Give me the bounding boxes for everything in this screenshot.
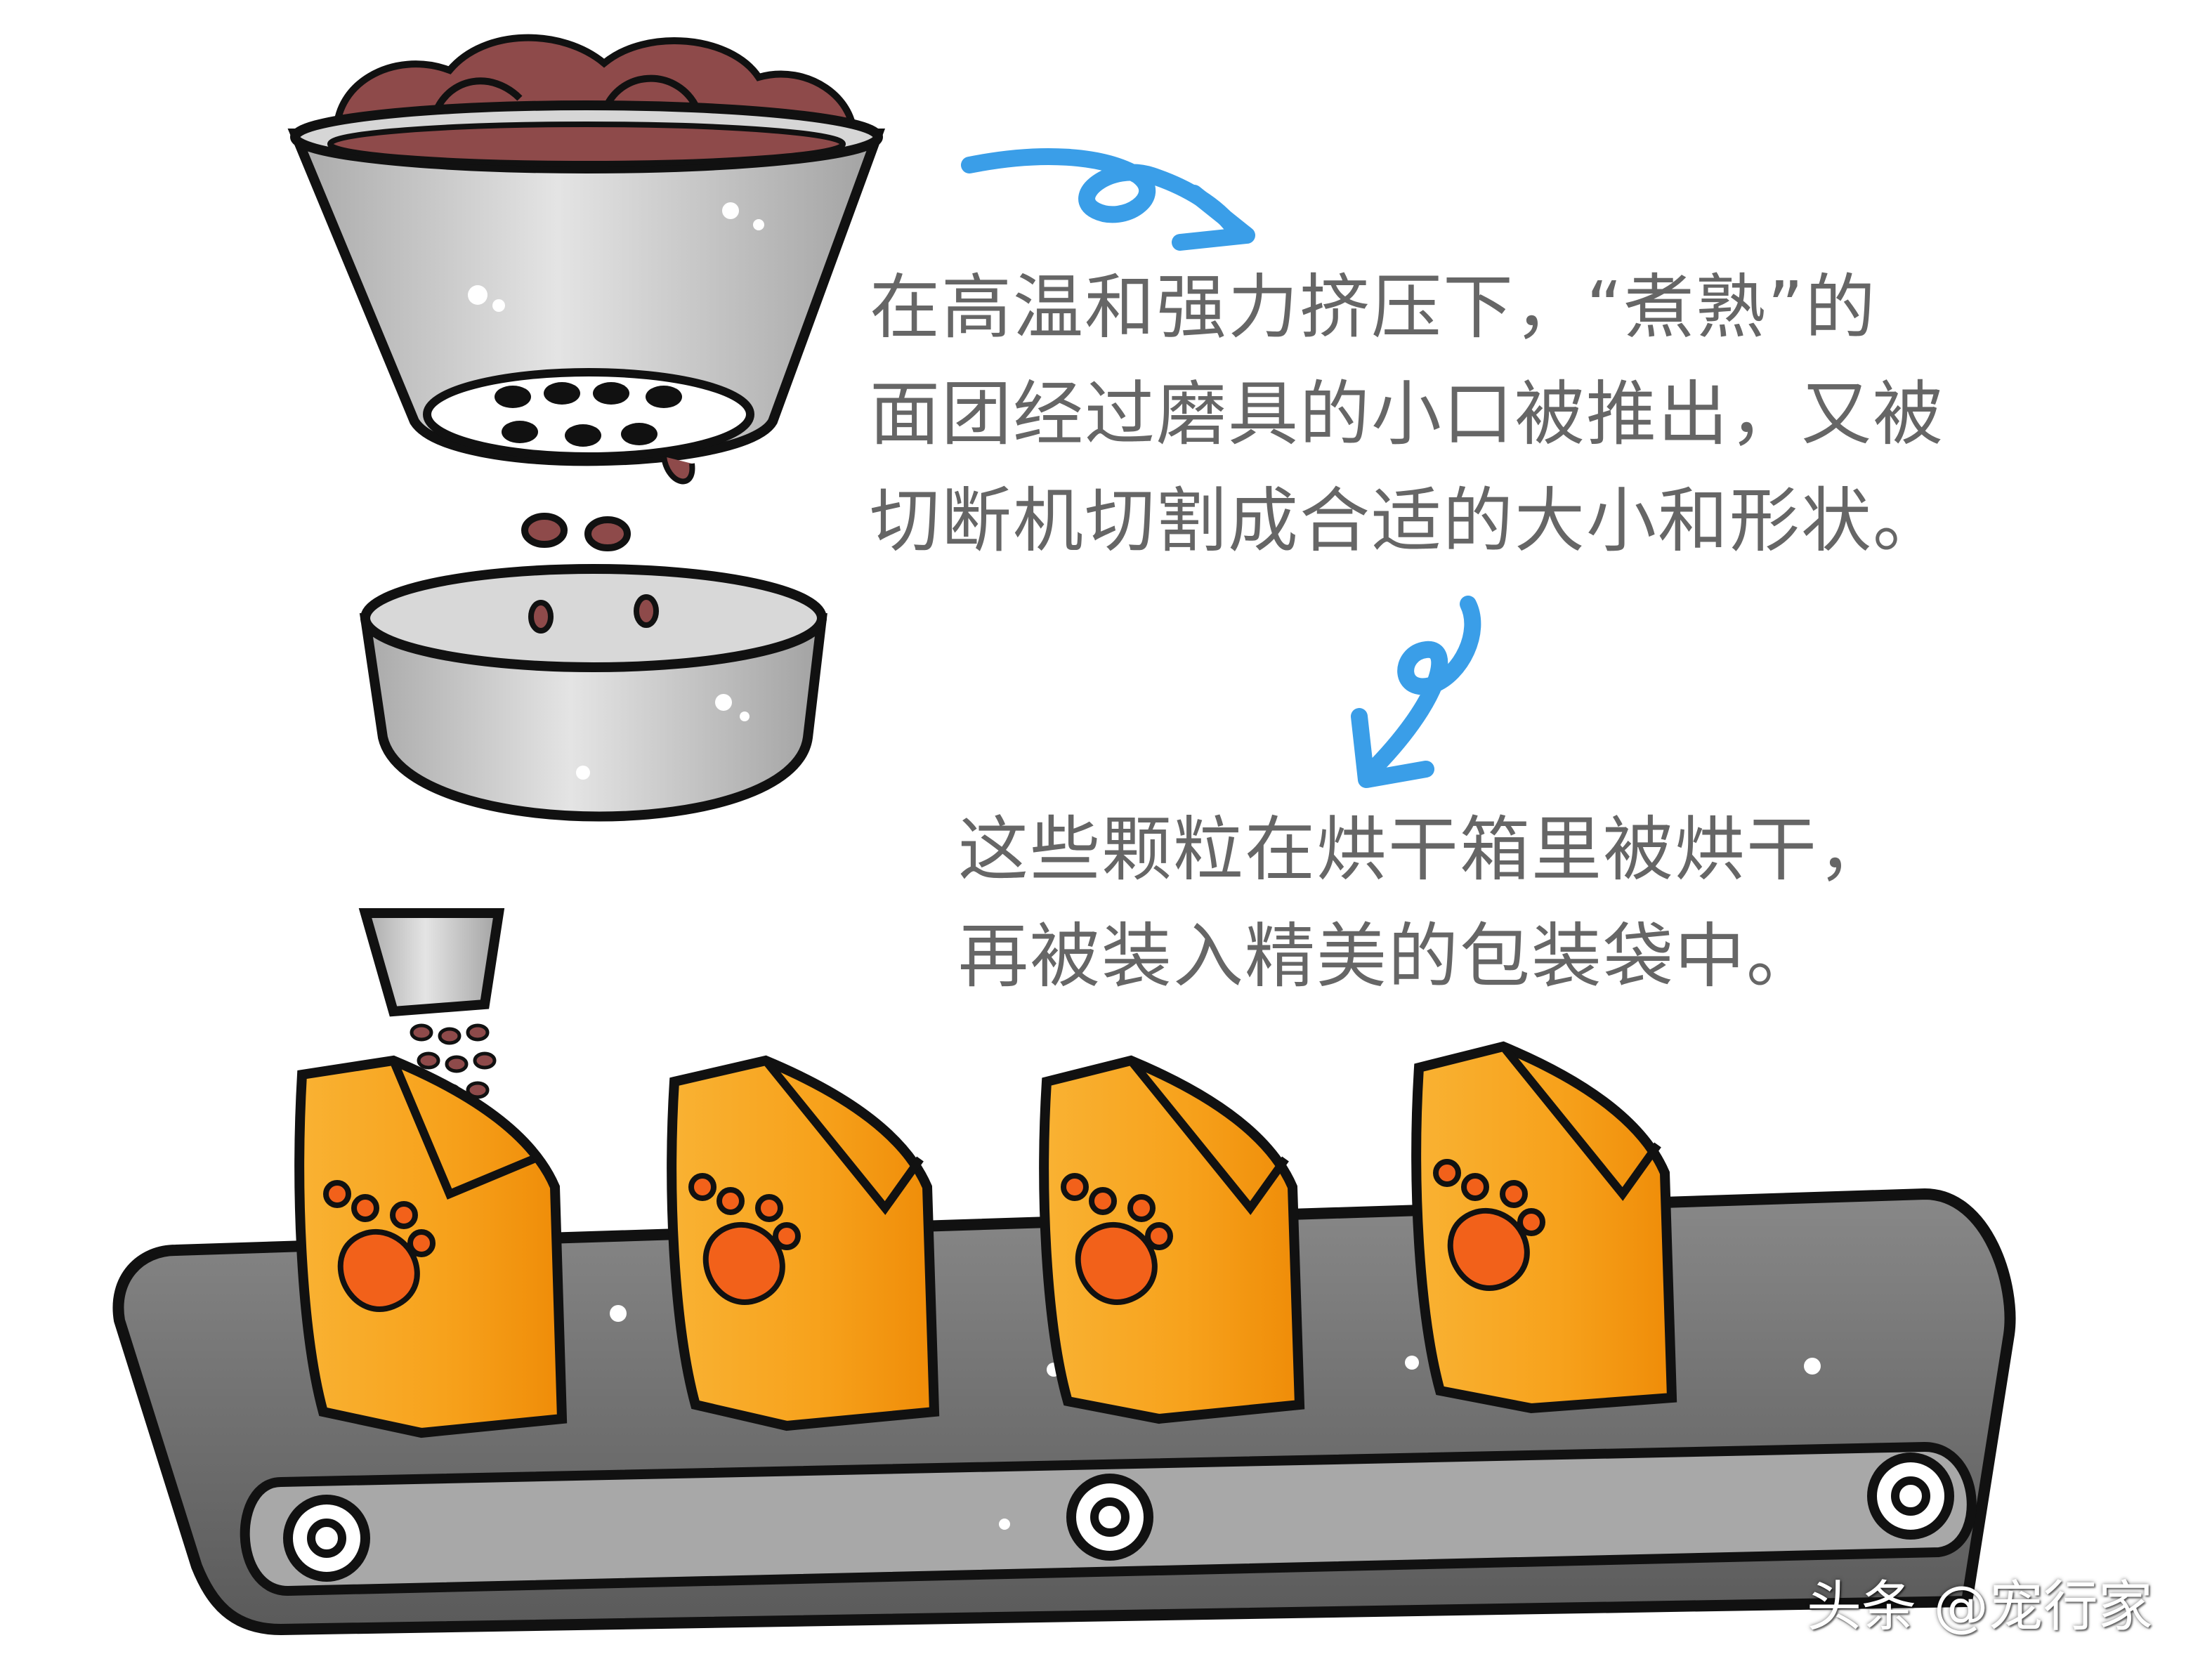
food-bag-icon	[294, 1055, 568, 1438]
falling-kibble	[521, 513, 631, 551]
caption-line: 切断机切割成合适的大小和形状。	[870, 480, 1944, 562]
extrusion-caption: 在高温和强力挤压下，“煮熟”的 面团经过磨具的小口被推出，又被 切断机切割成合适…	[870, 254, 1944, 575]
paw-print-icon	[688, 1173, 801, 1305]
grinder-holes	[495, 382, 682, 447]
arrow-icon	[1351, 596, 1481, 788]
belt-roller	[1867, 1453, 1954, 1540]
food-bag-icon	[667, 1055, 940, 1431]
belt-roller	[283, 1495, 370, 1582]
paw-print-icon	[1061, 1173, 1173, 1305]
paw-print-icon	[323, 1180, 436, 1312]
caption-line: 这些颗粒在烘干箱里被烘干，	[958, 808, 1890, 891]
bowl-icon	[359, 564, 827, 822]
hopper-icon	[287, 34, 886, 485]
watermark: 头条 @宠行家	[1807, 1575, 2153, 1639]
drying-caption: 这些颗粒在烘干箱里被烘干， 再被装入精美的包装袋中。	[958, 796, 1890, 1010]
food-bag-icon	[1039, 1055, 1305, 1424]
paw-print-icon	[1433, 1159, 1545, 1291]
caption-line: 再被装入精美的包装袋中。	[958, 915, 1818, 997]
arrow-icon	[961, 148, 1255, 251]
belt-roller	[1066, 1474, 1153, 1561]
caption-line: 在高温和强力挤压下，“煮熟”的	[870, 266, 1877, 348]
caption-line: 面团经过磨具的小口被推出，又被	[870, 373, 1944, 455]
food-bag-icon	[1411, 1041, 1677, 1414]
